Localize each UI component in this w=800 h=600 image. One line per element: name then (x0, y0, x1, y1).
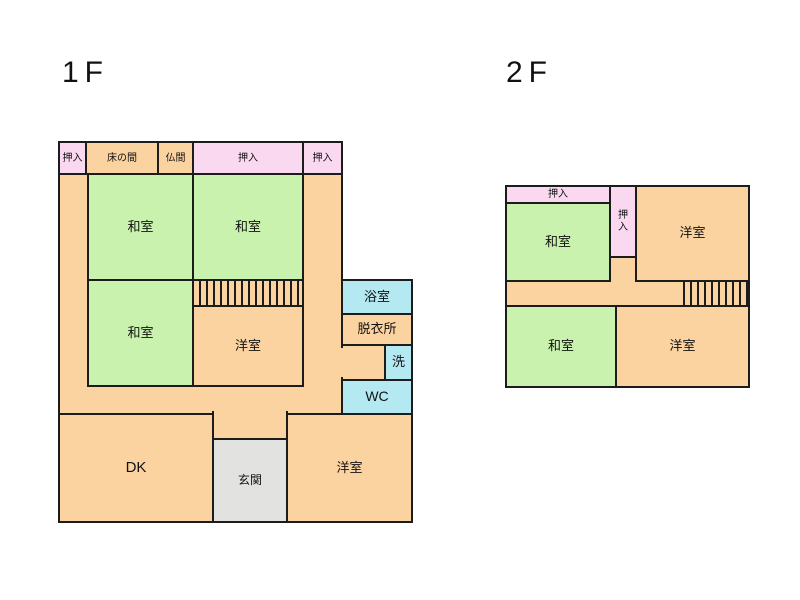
floor-2f-title: 2F (506, 56, 554, 89)
corridor-opening-patch (339, 348, 349, 377)
washitsu-room-2f-nw: 和室 (505, 202, 611, 282)
dining-kitchen-dk-label: DK (125, 458, 147, 476)
youshitsu-room-2f-ne: 洋室 (635, 185, 750, 282)
closet-oshiire-2f-side-label: 押入 (618, 210, 628, 233)
laundry-sen-label: 洗 (391, 354, 405, 370)
washitsu-room-1f-nw: 和室 (87, 173, 194, 281)
youshitsu-room-1f-se: 洋室 (286, 413, 413, 523)
closet-oshiire-1f-top-center-label: 押入 (238, 152, 258, 164)
staircase-2f (678, 282, 748, 305)
closet-oshiire-1f-top-left-label: 押入 (62, 152, 83, 164)
dressing-room-datsuijo: 脱衣所 (341, 313, 413, 346)
closet-oshiire-1f-top-right: 押入 (302, 141, 343, 175)
laundry-sen: 洗 (384, 344, 413, 381)
youshitsu-room-2f-se: 洋室 (615, 305, 750, 388)
toilet-wc-label: WC (365, 388, 389, 405)
butsuma-altar-room-label: 仏間 (165, 152, 186, 164)
washitsu-room-2f-nw-label: 和室 (544, 233, 571, 249)
tokonoma-alcove-label: 床の間 (107, 152, 137, 164)
washitsu-room-1f-ne: 和室 (192, 173, 304, 281)
youshitsu-room-2f-se-label: 洋室 (669, 338, 696, 354)
youshitsu-room-1f-se-label: 洋室 (336, 459, 363, 475)
washitsu-room-1f-nw-label: 和室 (127, 218, 154, 234)
closet-oshiire-1f-top-right-label: 押入 (312, 152, 333, 164)
youshitsu-room-1f-center-label: 洋室 (234, 337, 261, 353)
closet-oshiire-2f-top-label: 押入 (548, 189, 568, 200)
butsuma-altar-room: 仏間 (157, 141, 194, 175)
washitsu-room-2f-sw-label: 和室 (547, 338, 574, 354)
dressing-room-datsuijo-label: 脱衣所 (357, 321, 397, 337)
youshitsu-room-2f-ne-label: 洋室 (679, 225, 706, 241)
genkan-entrance-label: 玄関 (237, 472, 262, 487)
washitsu-room-1f-w-label: 和室 (127, 324, 154, 340)
youshitsu-room-1f-center: 洋室 (192, 305, 304, 387)
closet-oshiire-2f-side: 押入 (609, 185, 637, 258)
staircase-1f (192, 279, 304, 307)
floor-1f-title: 1F (62, 56, 110, 89)
bathroom-yokushitsu-label: 浴室 (363, 288, 390, 304)
toilet-wc: WC (341, 379, 413, 415)
genkan-entrance: 玄関 (212, 438, 288, 523)
dining-kitchen-dk: DK (58, 413, 214, 523)
washitsu-room-2f-sw: 和室 (505, 305, 617, 388)
washitsu-room-1f-ne-label: 和室 (234, 218, 261, 234)
